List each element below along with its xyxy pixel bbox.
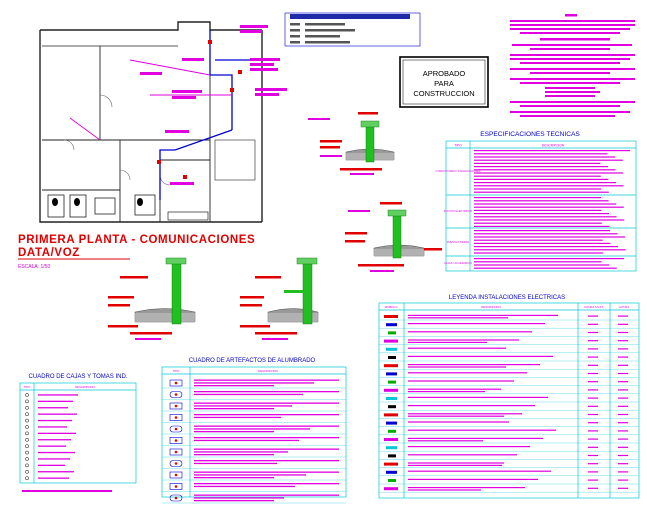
specs-row-4: CAJAS / ACCESORIOS bbox=[444, 261, 472, 265]
specs-header-type: TIPO bbox=[454, 144, 462, 148]
specs-row-3: PUESTA A TIERRA bbox=[447, 240, 470, 244]
boxes-header-type: TIPO bbox=[24, 385, 31, 389]
legend-header-h1: ALTURA S.N.P.T. bbox=[584, 305, 604, 309]
specs-header-desc: DESCRIPCION bbox=[542, 144, 565, 148]
title-strip bbox=[284, 12, 421, 47]
lighting-header-desc: DESCRIPCION bbox=[258, 369, 277, 373]
legend-header-desc: DESCRIPCION bbox=[481, 305, 500, 309]
specs-row-1: CONDUCTORES / CANALIZACIONES bbox=[435, 169, 480, 173]
boxes-title: CUADRO DE CAJAS Y TOMAS IND. bbox=[29, 374, 128, 380]
legend-title: LEYENDA INSTALACIONES ELECTRICAS bbox=[449, 295, 565, 301]
stamp-line-2: PARA bbox=[434, 79, 454, 88]
stamp-line-3: CONSTRUCCION bbox=[413, 89, 474, 98]
legend-header-symbol: SIMBOLO bbox=[385, 305, 399, 309]
boxes-header-desc: DESCRIPCION bbox=[75, 385, 94, 389]
specs-table: ESPECIFICACIONES TECNICAS TIPO DESCRIPCI… bbox=[435, 131, 637, 272]
lighting-title: CUADRO DE ARTEFACTOS DE ALUMBRADO bbox=[189, 358, 316, 364]
lighting-table: CUADRO DE ARTEFACTOS DE ALUMBRADO TIPO D… bbox=[161, 358, 347, 504]
plan-scale: ESCALA: 1/50 bbox=[18, 264, 50, 270]
floor-plan: PRIMERA PLANTA - COMUNICACIONES DATA/VOZ… bbox=[18, 21, 287, 270]
general-notes bbox=[510, 14, 635, 117]
boxes-table: CUADRO DE CAJAS Y TOMAS IND. TIPO DESCRI… bbox=[19, 374, 137, 492]
lighting-header-type: TIPO bbox=[173, 369, 180, 373]
specs-row-2: DUCTOS ELECTRICOS bbox=[444, 209, 472, 213]
specs-title: ESPECIFICACIONES TECNICAS bbox=[480, 131, 580, 138]
stamp-line-1: APROBADO bbox=[423, 69, 466, 78]
plan-subtitle: DATA/VOZ bbox=[18, 247, 80, 259]
plan-title: PRIMERA PLANTA - COMUNICACIONES bbox=[18, 234, 255, 246]
approval-stamp: APROBADO PARA CONSTRUCCION bbox=[399, 56, 489, 108]
legend-header-h2: ALTURA bbox=[619, 305, 629, 309]
grounding-details bbox=[108, 112, 442, 340]
legend-table: LEYENDA INSTALACIONES ELECTRICAS SIMBOLO… bbox=[378, 295, 640, 499]
